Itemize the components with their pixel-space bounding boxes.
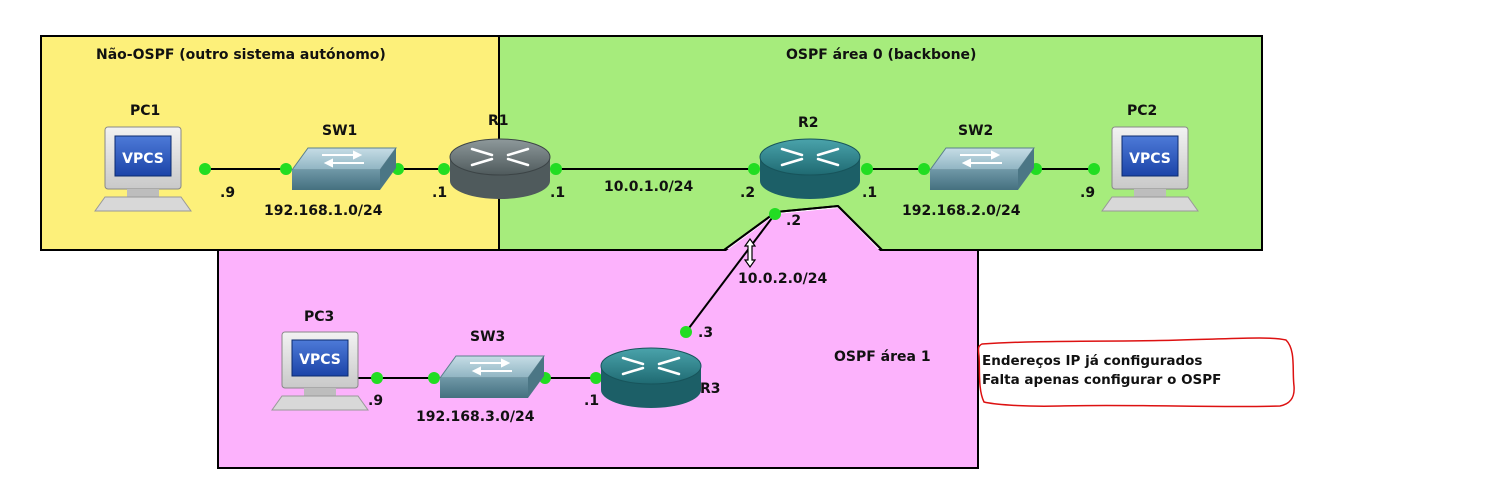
dot-r2-left [748,163,760,175]
link-r1-r2-label: 10.0.1.0/24 [604,179,694,195]
dot-r3-top [680,326,692,338]
vpcs-label: VPCS [1129,151,1171,167]
vpcs-label: VPCS [299,352,341,368]
pc2-host: .9 [1080,185,1096,201]
dot-sw1-left [280,163,292,175]
area1-title: OSPF área 1 [834,349,931,365]
non-ospf-area-title: Não-OSPF (outro sistema autónomo) [96,47,386,63]
r1-label: R1 [488,113,509,129]
sw2-icon[interactable] [929,147,1035,190]
dot-r3-left [590,372,602,384]
sw1-label: SW1 [322,123,358,139]
dot-r2-right [861,163,873,175]
note-text: Endereços IP já configurados Falta apena… [982,352,1221,390]
r3-icon[interactable] [600,347,702,408]
pc3-host: .9 [368,393,384,409]
note-line-2: Falta apenas configurar o OSPF [982,372,1222,388]
area1-notch-edge [723,204,883,251]
r3-label: R3 [700,381,721,397]
link-r2-r3[interactable] [685,213,776,333]
links [200,168,1094,379]
r3-lan-host: .1 [584,393,600,409]
pc2-label: PC2 [1127,103,1158,119]
dot-pc1 [199,163,211,175]
sw1-icon[interactable] [291,147,397,190]
r1-lan-host: .1 [432,185,448,201]
sw3-label: SW3 [470,329,506,345]
r2-r1-host: .2 [740,185,756,201]
dot-r1-right [550,163,562,175]
net3-label: 192.168.3.0/24 [416,409,535,425]
dot-sw2-left [918,163,930,175]
sw3-icon[interactable] [439,355,545,398]
r2-r3-host: .2 [786,213,802,229]
dot-pc2 [1088,163,1100,175]
link-dots [199,163,1100,384]
r3-r2-host: .3 [698,325,714,341]
pc1-host: .9 [220,185,236,201]
note-line-1: Endereços IP já configurados [982,353,1203,369]
area1-notch [726,208,880,251]
net1-label: 192.168.1.0/24 [264,203,383,219]
link-r2-r3-label: 10.0.2.0/24 [738,271,828,287]
pc3-label: PC3 [304,309,335,325]
resize-cursor-icon [743,237,757,269]
dot-r2-bottom [769,208,781,220]
vpcs-label: VPCS [122,151,164,167]
sw2-label: SW2 [958,123,994,139]
dot-r1-left [438,163,450,175]
pc1-label: PC1 [130,103,161,119]
pc2-icon[interactable]: VPCS [1101,126,1199,212]
net2-label: 192.168.2.0/24 [902,203,1021,219]
r1-icon[interactable] [449,138,551,199]
dot-sw3-left [428,372,440,384]
r2-label: R2 [798,115,819,131]
dot-pc3 [371,372,383,384]
pc3-icon[interactable]: VPCS [271,331,369,411]
r2-icon[interactable] [759,138,861,199]
r1-wan-host: .1 [550,185,566,201]
note-bubble [977,337,1295,408]
area0-title: OSPF área 0 (backbone) [786,47,977,63]
pc1-icon[interactable]: VPCS [94,126,192,212]
r2-sw2-host: .1 [862,185,878,201]
